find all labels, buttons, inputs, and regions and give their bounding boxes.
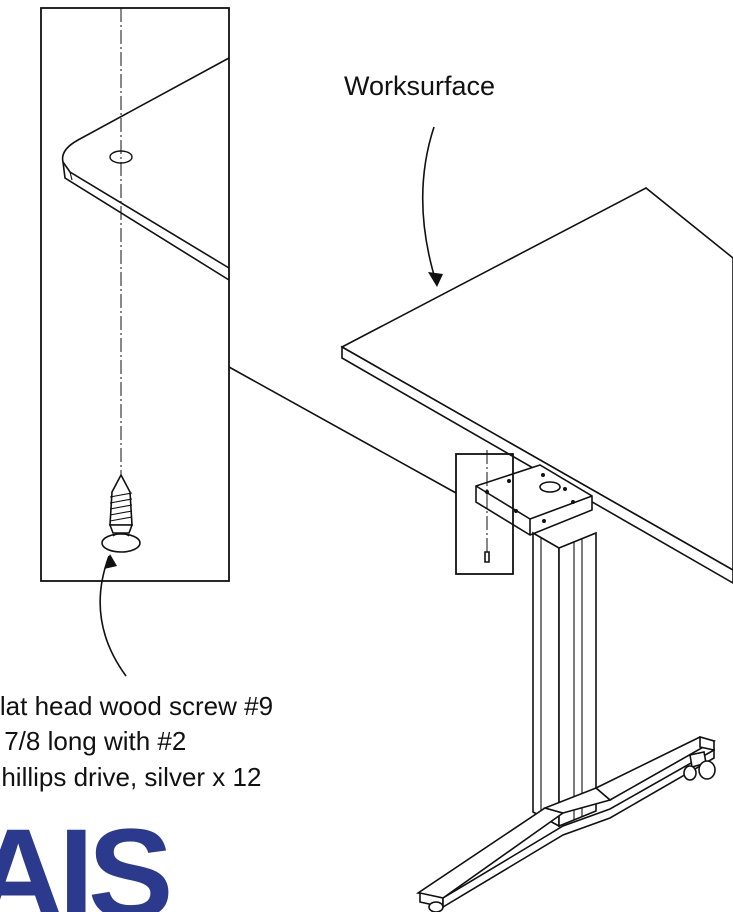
detail-leader-line: [228, 366, 457, 494]
detail-highlight-box: [455, 453, 514, 575]
detail-inset: [40, 7, 230, 582]
screw-label-line1: Flat head wood screw #9: [0, 691, 273, 721]
worksurface-label: Worksurface: [344, 71, 495, 101]
caster-back: [683, 751, 716, 781]
leg-column: [532, 531, 597, 828]
standing-desk: [340, 187, 733, 912]
leg-base: [415, 735, 717, 912]
wood-screw: [101, 473, 141, 553]
screw-arrow: [99, 554, 127, 677]
mounting-plate: [475, 464, 593, 536]
caster-front: [428, 901, 444, 912]
brand-logo: AIS: [0, 803, 169, 912]
screw-label-line2: x 7/8 long with #2: [0, 726, 186, 756]
screw-label-line3: Phillips drive, silver x 12: [0, 762, 261, 792]
worksurface-arrow: [421, 126, 443, 287]
